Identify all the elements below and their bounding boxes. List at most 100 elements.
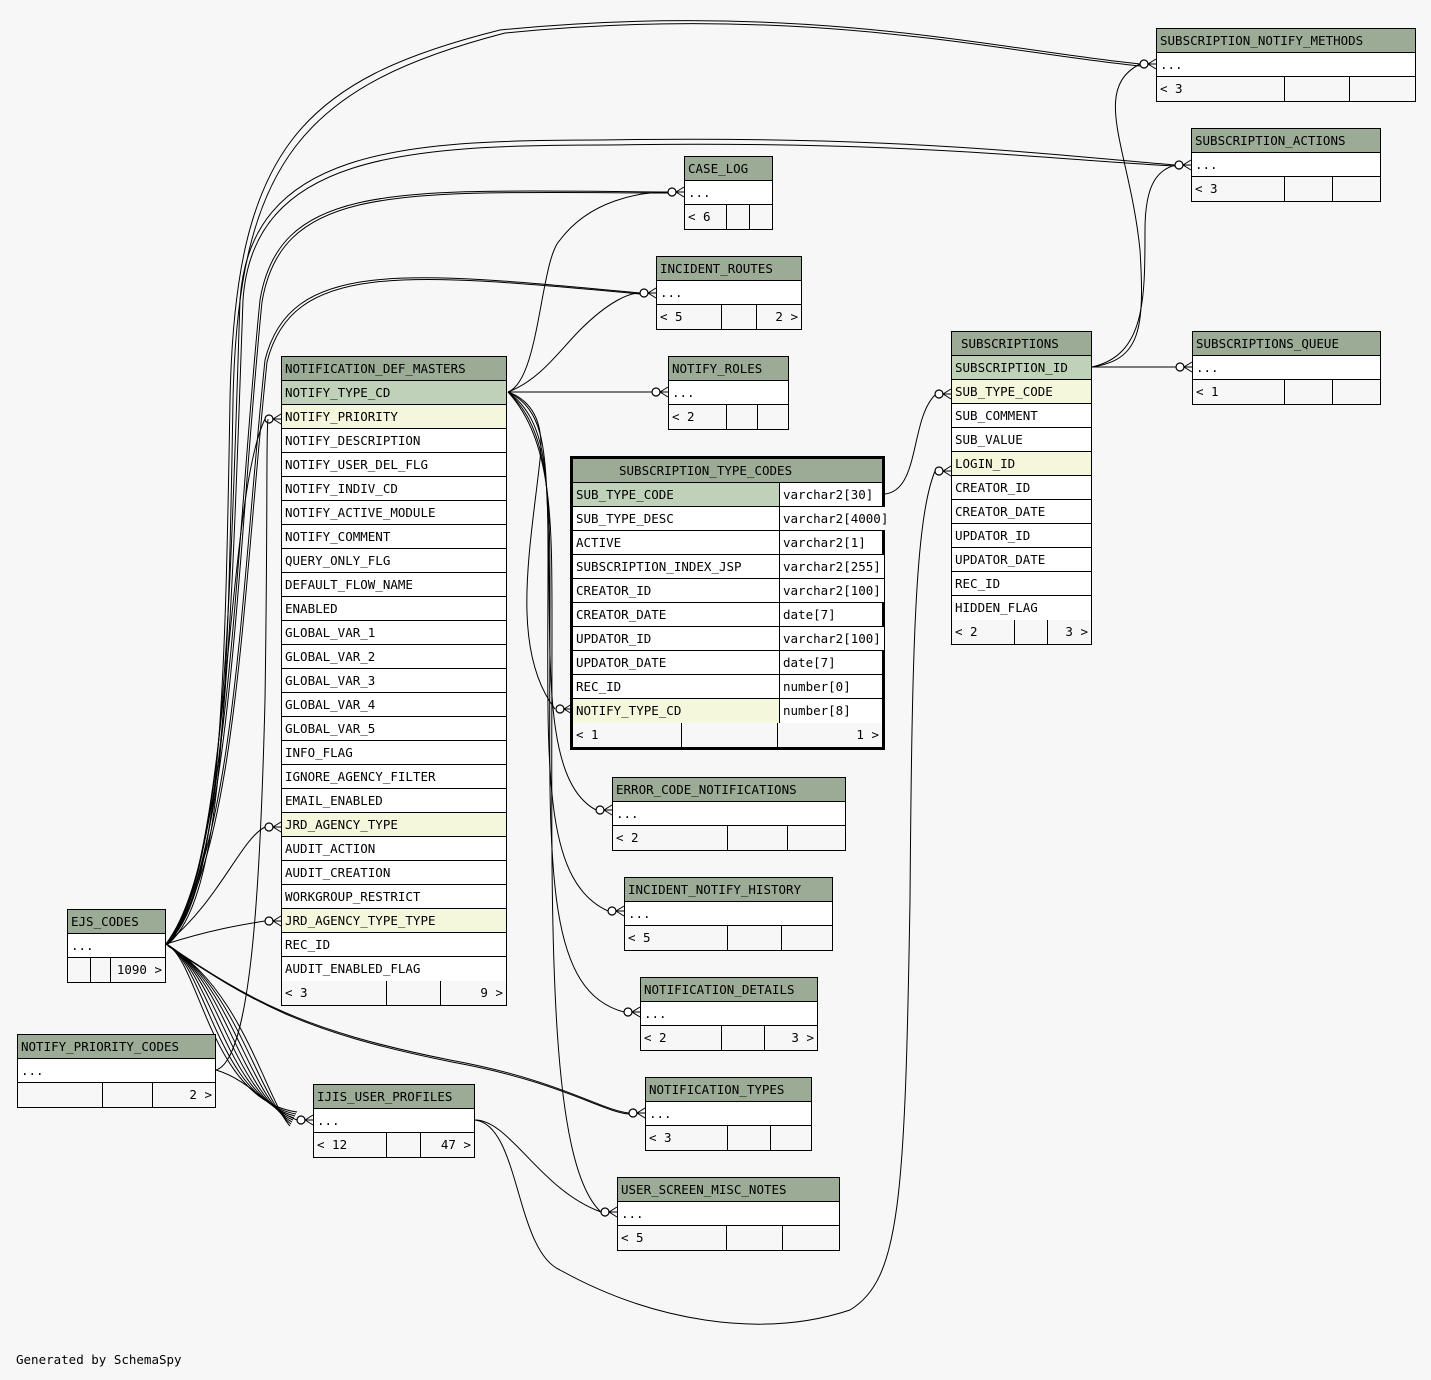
collapsed-columns[interactable]: ... bbox=[657, 281, 801, 305]
column-row[interactable]: NOTIFY_ACTIVE_MODULE bbox=[282, 501, 506, 525]
collapsed-columns[interactable]: ... bbox=[1193, 356, 1380, 380]
collapsed-columns[interactable]: ... bbox=[1192, 153, 1380, 177]
column-row[interactable]: JRD_AGENCY_TYPE_TYPE bbox=[282, 909, 506, 933]
collapsed-columns[interactable]: ... bbox=[68, 934, 165, 958]
table-ijis-user-profiles[interactable]: IJIS_USER_PROFILES... < 12 47 > bbox=[313, 1084, 475, 1158]
column-row[interactable]: NOTIFY_TYPE_CD bbox=[282, 381, 506, 405]
column-row[interactable]: SUB_COMMENT bbox=[952, 404, 1091, 428]
table-notification-types[interactable]: NOTIFICATION_TYPES... < 3 bbox=[645, 1077, 812, 1151]
table-header[interactable]: ERROR_CODE_NOTIFICATIONS bbox=[613, 778, 845, 802]
table-header[interactable]: INCIDENT_ROUTES bbox=[657, 257, 801, 281]
column-row[interactable]: UPDATOR_DATE bbox=[952, 548, 1091, 572]
table-header[interactable]: SUBSCRIPTION_NOTIFY_METHODS bbox=[1157, 29, 1415, 53]
column-row[interactable]: NOTIFY_DESCRIPTION bbox=[282, 429, 506, 453]
parents-count[interactable]: < 3 bbox=[1195, 181, 1218, 196]
children-count[interactable] bbox=[781, 926, 832, 950]
table-header[interactable]: IJIS_USER_PROFILES bbox=[314, 1085, 474, 1109]
table-header[interactable]: NOTIFICATION_DETAILS bbox=[641, 978, 817, 1002]
column-row[interactable]: JRD_AGENCY_TYPE bbox=[282, 813, 506, 837]
column-row[interactable]: NOTIFY_INDIV_CD bbox=[282, 477, 506, 501]
children-count[interactable] bbox=[1349, 77, 1415, 101]
parents-count[interactable]: < 5 bbox=[621, 1230, 644, 1245]
table-header[interactable]: NOTIFICATION_DEF_MASTERS bbox=[282, 357, 506, 381]
collapsed-columns[interactable]: ... bbox=[685, 181, 772, 205]
collapsed-columns[interactable]: ... bbox=[618, 1202, 839, 1226]
children-count[interactable] bbox=[1332, 177, 1380, 201]
parents-count[interactable]: < 3 bbox=[285, 985, 308, 1000]
column-row[interactable]: LOGIN_ID bbox=[952, 452, 1091, 476]
parents-count[interactable]: < 1 bbox=[576, 727, 599, 742]
column-row[interactable]: GLOBAL_VAR_5 bbox=[282, 717, 506, 741]
table-header[interactable]: CASE_LOG bbox=[685, 157, 772, 181]
column-row[interactable]: INFO_FLAG bbox=[282, 741, 506, 765]
children-count[interactable]: 47 > bbox=[420, 1133, 474, 1157]
column-row[interactable]: GLOBAL_VAR_1 bbox=[282, 621, 506, 645]
column-row[interactable]: SUBSCRIPTION_ID bbox=[952, 356, 1091, 380]
table-notify-priority-codes[interactable]: NOTIFY_PRIORITY_CODES...2 > bbox=[17, 1034, 216, 1108]
parents-count[interactable]: < 3 bbox=[649, 1130, 672, 1145]
collapsed-columns[interactable]: ... bbox=[669, 381, 788, 405]
collapsed-columns[interactable]: ... bbox=[314, 1109, 474, 1133]
parents-count[interactable]: < 2 bbox=[955, 624, 978, 639]
column-row[interactable]: SUB_VALUE bbox=[952, 428, 1091, 452]
parents-count[interactable]: < 6 bbox=[688, 209, 711, 224]
children-count[interactable]: 2 > bbox=[152, 1083, 215, 1107]
table-header[interactable]: NOTIFICATION_TYPES bbox=[646, 1078, 811, 1102]
table-incident-routes[interactable]: INCIDENT_ROUTES... < 5 2 > bbox=[656, 256, 802, 330]
table-ejs-codes[interactable]: EJS_CODES...1090 > bbox=[67, 909, 166, 983]
column-row[interactable]: UPDATOR_ID bbox=[952, 524, 1091, 548]
column-row[interactable]: EMAIL_ENABLED bbox=[282, 789, 506, 813]
parents-count[interactable]: < 2 bbox=[672, 409, 695, 424]
children-count[interactable] bbox=[749, 205, 772, 229]
collapsed-columns[interactable]: ... bbox=[646, 1102, 811, 1126]
column-row[interactable]: IGNORE_AGENCY_FILTER bbox=[282, 765, 506, 789]
column-row[interactable]: GLOBAL_VAR_4 bbox=[282, 693, 506, 717]
column-row[interactable]: GLOBAL_VAR_2 bbox=[282, 645, 506, 669]
children-count[interactable]: 2 > bbox=[756, 305, 801, 329]
parents-count[interactable]: < 12 bbox=[317, 1137, 348, 1152]
column-row[interactable]: SUB_TYPE_CODE bbox=[952, 380, 1091, 404]
children-count[interactable]: 9 > bbox=[440, 981, 506, 1005]
column-row[interactable]: NOTIFY_PRIORITY bbox=[282, 405, 506, 429]
column-row[interactable]: GLOBAL_VAR_3 bbox=[282, 669, 506, 693]
table-case-log[interactable]: CASE_LOG... < 6 bbox=[684, 156, 773, 230]
collapsed-columns[interactable]: ... bbox=[613, 802, 845, 826]
parents-count[interactable]: < 5 bbox=[660, 309, 683, 324]
table-header[interactable]: SUBSCRIPTIONS_QUEUE bbox=[1193, 332, 1380, 356]
table-user-screen-misc-notes[interactable]: USER_SCREEN_MISC_NOTES...< 5 bbox=[617, 1177, 840, 1251]
table-notify-roles[interactable]: NOTIFY_ROLES... < 2 bbox=[668, 356, 789, 430]
table-header[interactable]: SUBSCRIPTION_TYPE_CODES bbox=[573, 459, 882, 483]
column-row[interactable]: CREATOR_ID bbox=[952, 476, 1091, 500]
column-row[interactable]: CREATOR_DATE bbox=[952, 500, 1091, 524]
children-count[interactable] bbox=[787, 826, 845, 850]
children-count[interactable]: 3 > bbox=[764, 1026, 817, 1050]
table-error-code-notifications[interactable]: ERROR_CODE_NOTIFICATIONS... < 2 bbox=[612, 777, 846, 851]
table-header[interactable]: NOTIFY_PRIORITY_CODES bbox=[18, 1035, 215, 1059]
parents-count[interactable]: < 3 bbox=[1160, 81, 1183, 96]
column-row[interactable]: QUERY_ONLY_FLG bbox=[282, 549, 506, 573]
table-header[interactable]: NOTIFY_ROLES bbox=[669, 357, 788, 381]
column-row[interactable]: REC_ID bbox=[282, 933, 506, 957]
column-row[interactable]: NOTIFY_USER_DEL_FLG bbox=[282, 453, 506, 477]
table-subscription-actions[interactable]: SUBSCRIPTION_ACTIONS...< 3 bbox=[1191, 128, 1381, 202]
table-subscriptions-queue[interactable]: SUBSCRIPTIONS_QUEUE...< 1 bbox=[1192, 331, 1381, 405]
table-subscription-notify-methods[interactable]: SUBSCRIPTION_NOTIFY_METHODS...< 3 bbox=[1156, 28, 1416, 102]
parents-count[interactable]: < 2 bbox=[616, 830, 639, 845]
collapsed-columns[interactable]: ... bbox=[641, 1002, 817, 1026]
table-header[interactable]: INCIDENT_NOTIFY_HISTORY bbox=[625, 878, 832, 902]
children-count[interactable] bbox=[757, 405, 788, 429]
parents-count[interactable] bbox=[18, 1083, 102, 1107]
parents-count[interactable]: < 2 bbox=[644, 1030, 667, 1045]
children-count[interactable]: 1090 > bbox=[110, 958, 165, 982]
children-count[interactable] bbox=[782, 1226, 839, 1250]
